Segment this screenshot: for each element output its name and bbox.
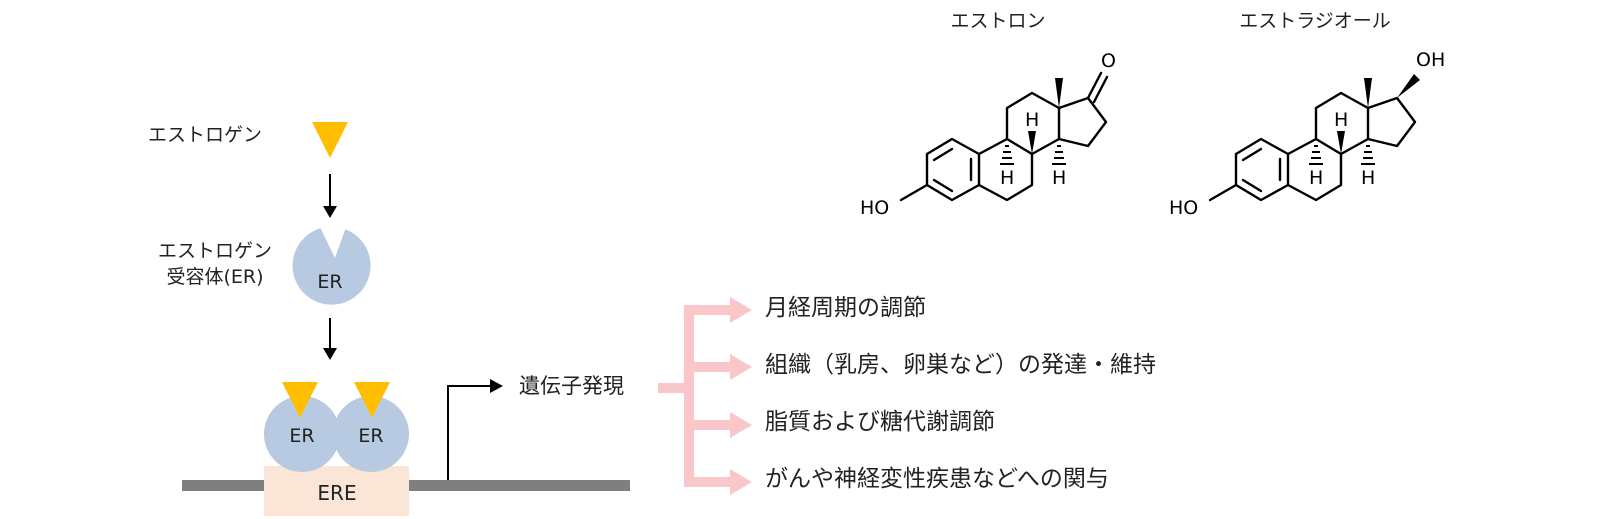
estradiol-title: エストラジオール [1239, 10, 1391, 32]
estrone-title: エストロン [950, 10, 1046, 32]
receptor-label-line1: エストロゲン [157, 240, 272, 262]
estradiol-oh-label: OH [1416, 49, 1445, 71]
estradiol-hash-bonds [1309, 145, 1375, 165]
receptor-dimer-right [333, 396, 409, 472]
estradiol-structure [1208, 91, 1417, 202]
bound-ligand-right-icon [354, 382, 390, 418]
effect-item: がんや神経変性疾患などへの関与 [765, 466, 1109, 492]
effect-bracket [658, 297, 752, 495]
receptor-label: エストロゲン 受容体(ER) [140, 238, 290, 290]
estrone-hash-bonds [1000, 145, 1066, 165]
arrow-head-icon [490, 379, 503, 393]
estrogen-ligand-icon [312, 122, 348, 158]
receptor-abbrev: ER [317, 271, 342, 293]
estradiol-h-top: H [1334, 109, 1348, 131]
estrone-h-left: H [1000, 167, 1014, 189]
estrone-ho-label: HO [860, 197, 889, 219]
receptor-icon [292, 228, 371, 305]
effect-item: 組織（乳房、卵巣など）の発達・維持 [765, 352, 1156, 378]
effect-item: 月経周期の調節 [765, 295, 926, 321]
receptor-label-line2: 受容体(ER) [166, 266, 264, 288]
estradiol-h-wedge [1337, 131, 1345, 154]
arrow-head-icon [323, 206, 337, 218]
dimer-left-label: ER [289, 425, 314, 447]
estradiol-methyl-wedge [1364, 78, 1372, 108]
effect-item: 脂質および糖代謝調節 [765, 409, 995, 435]
bound-ligand-left-icon [282, 382, 318, 418]
transcription-arrow [447, 385, 494, 480]
ere-label: ERE [317, 481, 356, 505]
estrogen-label: エストロゲン [148, 124, 263, 146]
receptor-dimer-left [264, 396, 340, 472]
ere-box [264, 466, 409, 516]
arrow-head-icon [323, 348, 337, 360]
dimer-right-label: ER [358, 425, 383, 447]
estradiol-oh-wedge [1397, 74, 1420, 98]
estradiol-h-left: H [1309, 167, 1323, 189]
estrone-h-wedge [1028, 131, 1036, 154]
estrone-structure [899, 71, 1109, 202]
estrone-methyl-wedge [1055, 78, 1063, 108]
estrone-h-top: H [1025, 109, 1039, 131]
estrone-h-right: H [1052, 167, 1066, 189]
estradiol-ho-label: HO [1169, 197, 1198, 219]
estrone-o-label: O [1101, 50, 1116, 72]
gene-expression-label: 遺伝子発現 [519, 374, 624, 398]
estradiol-h-right: H [1361, 167, 1375, 189]
